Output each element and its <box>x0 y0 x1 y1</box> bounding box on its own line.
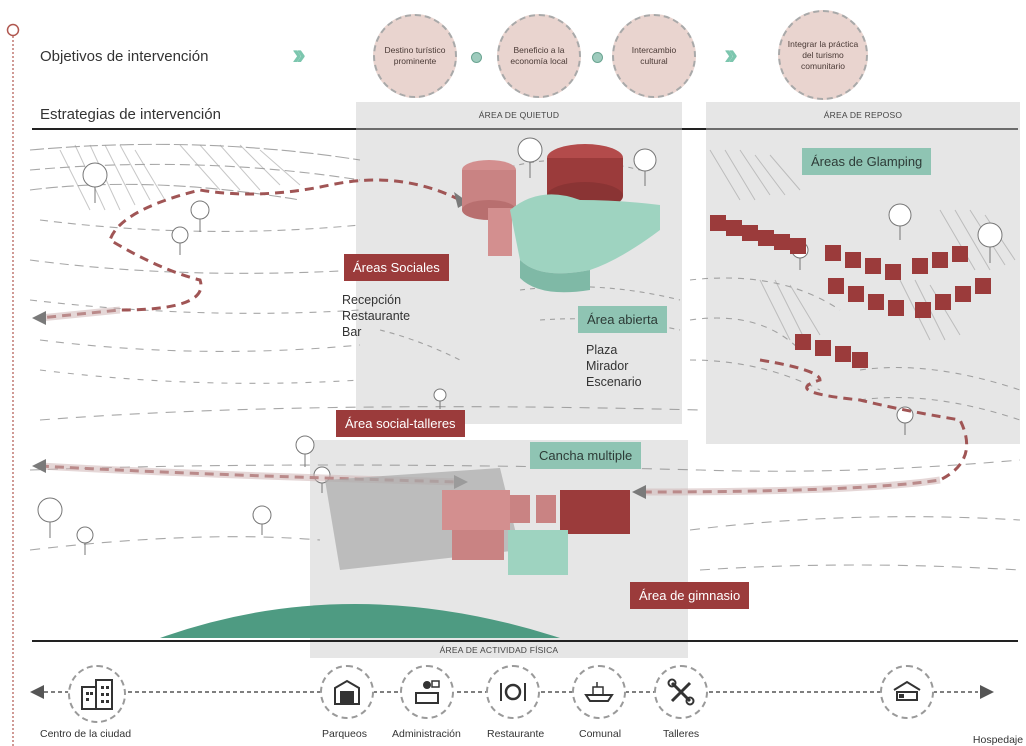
sociales-item: Bar <box>342 325 362 339</box>
tag-glamping: Áreas de Glamping <box>802 148 932 175</box>
sociales-list: Recepción Restaurante Bar <box>342 292 410 340</box>
sociales-item: Recepción <box>342 293 402 307</box>
plate-cutlery-icon <box>500 683 526 701</box>
route-start-label: Centro de la ciudad <box>40 728 132 740</box>
chevron-right-icon: ›› <box>292 38 306 71</box>
objective-circle: Destino turístico prominente <box>373 14 457 98</box>
chevron-right-icon: ›› <box>724 38 738 71</box>
objective-circle: Beneficio a la economía local <box>497 14 581 98</box>
strategies-rule <box>32 128 1018 130</box>
site-sketch <box>29 137 1021 638</box>
route-stop-parqueos <box>320 665 374 719</box>
abierta-list: Plaza Mirador Escenario <box>586 342 642 390</box>
abierta-item: Mirador <box>586 359 629 373</box>
boat-icon <box>584 682 614 702</box>
route-stop-restaurante <box>486 665 540 719</box>
tools-icon <box>667 678 695 706</box>
tag-gimnasio: Área de gimnasio <box>630 582 750 609</box>
admin-desk-icon <box>415 680 440 704</box>
route-stop-label: Restaurante <box>487 728 545 740</box>
route-stop-administracion <box>400 665 454 719</box>
route-stop-label: Administración <box>392 728 461 740</box>
connector-dot <box>471 52 482 63</box>
route-stop-label: Parqueos <box>322 728 367 740</box>
route-stop-comunal <box>572 665 626 719</box>
route-stop-label: Comunal <box>579 728 622 740</box>
tag-areas-sociales: Áreas Sociales <box>344 254 449 281</box>
objective-label: Intercambio cultural <box>631 45 677 66</box>
route-stop-talleres <box>654 665 708 719</box>
tag-cancha-multiple: Cancha multiple <box>530 442 642 469</box>
objectives-title: Objetivos de intervención <box>40 48 209 65</box>
zone-reposo-label: ÁREA DE REPOSO <box>823 110 903 120</box>
route-stop-label: Talleres <box>663 728 700 740</box>
objective-label: Beneficio a la economía local <box>510 45 568 66</box>
objective-circle: Integrar la práctica del turismo comunit… <box>778 10 868 100</box>
objective-circle: Intercambio cultural <box>612 14 696 98</box>
sociales-item: Restaurante <box>342 309 411 323</box>
abierta-item: Escenario <box>586 375 642 389</box>
garage-icon <box>334 679 360 705</box>
zone-quietud-label: ÁREA DE QUIETUD <box>478 110 560 120</box>
zone-actividad-label: ÁREA DE ACTIVIDAD FÍSICA <box>439 645 559 655</box>
strategies-title: Estrategias de intervención <box>40 106 221 123</box>
tag-area-abierta: Área abierta <box>578 306 667 333</box>
objective-label: Destino turístico prominente <box>384 45 446 66</box>
route-end-label: Hospedaje <box>972 734 1024 746</box>
bed-icon <box>893 680 921 701</box>
timeline-line <box>6 23 20 746</box>
abierta-item: Plaza <box>586 343 618 357</box>
route-line <box>30 685 994 699</box>
building-icon <box>81 679 113 710</box>
city-stop <box>68 665 126 723</box>
objective-label: Integrar la práctica del turismo comunit… <box>787 38 859 71</box>
route-end-hospedaje <box>880 665 934 719</box>
tag-social-talleres: Área social-talleres <box>336 410 465 437</box>
activity-rule <box>32 640 1018 642</box>
connector-dot <box>592 52 603 63</box>
